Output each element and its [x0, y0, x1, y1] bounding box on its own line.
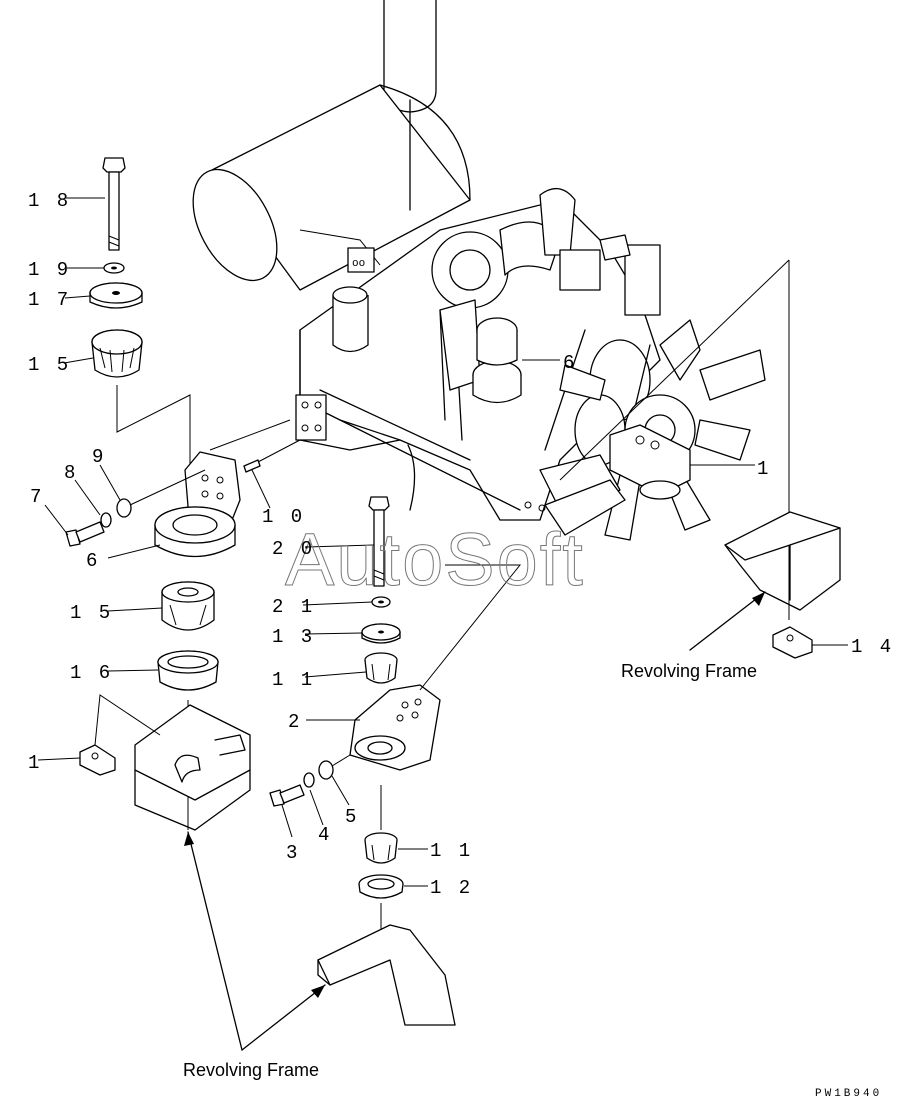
callout-17: 1 7: [28, 289, 71, 311]
callout-14: 1 4: [851, 636, 894, 658]
callout-10: 1 0: [262, 506, 305, 528]
callout-9: 9: [92, 446, 106, 468]
engine-mount-front: [609, 424, 691, 500]
callout-numbers: 1 8 1 9 1 7 1 5 9 8 7 6 1 0 2 0 2 1 1 3 …: [28, 190, 894, 899]
callout-6-left: 6: [86, 550, 100, 572]
revolving-frame-label-right: Revolving Frame: [621, 661, 757, 681]
center-mount-stack: [269, 496, 522, 1026]
callout-16: 1 6: [70, 662, 113, 684]
callout-5: 5: [345, 806, 359, 828]
callout-8: 8: [64, 462, 78, 484]
callout-18: 1 8: [28, 190, 71, 212]
callout-7: 7: [30, 486, 44, 508]
callout-4: 4: [318, 824, 332, 846]
callout-15-upper: 1 5: [28, 354, 71, 376]
callout-1: 1: [757, 458, 771, 480]
callout-11-upper: 1 1: [272, 669, 315, 691]
callout-20: 2 0: [272, 538, 315, 560]
callout-15-lower: 1 5: [70, 602, 113, 624]
engine-mount-rear-right: [439, 299, 522, 404]
revolving-frame-label-bottom: Revolving Frame: [183, 1060, 319, 1080]
callout-11-lower: 1 1: [430, 840, 473, 862]
callout-3: 3: [286, 842, 300, 864]
leader-lines: [37, 197, 848, 1051]
right-frame-bracket: [559, 259, 841, 659]
svg-text:oo: oo: [352, 258, 365, 270]
callout-2: 2: [288, 711, 302, 733]
callout-6-right: 6: [563, 352, 577, 374]
callout-1-left: 1: [28, 752, 42, 774]
callout-21: 2 1: [272, 596, 315, 618]
watermark: AutoSoft: [285, 518, 585, 601]
left-mount-stack: [65, 157, 301, 831]
callout-12: 1 2: [430, 877, 473, 899]
callout-19: 1 9: [28, 259, 71, 281]
drawing-code: PW1B940: [815, 1088, 882, 1100]
callout-13: 1 3: [272, 626, 315, 648]
